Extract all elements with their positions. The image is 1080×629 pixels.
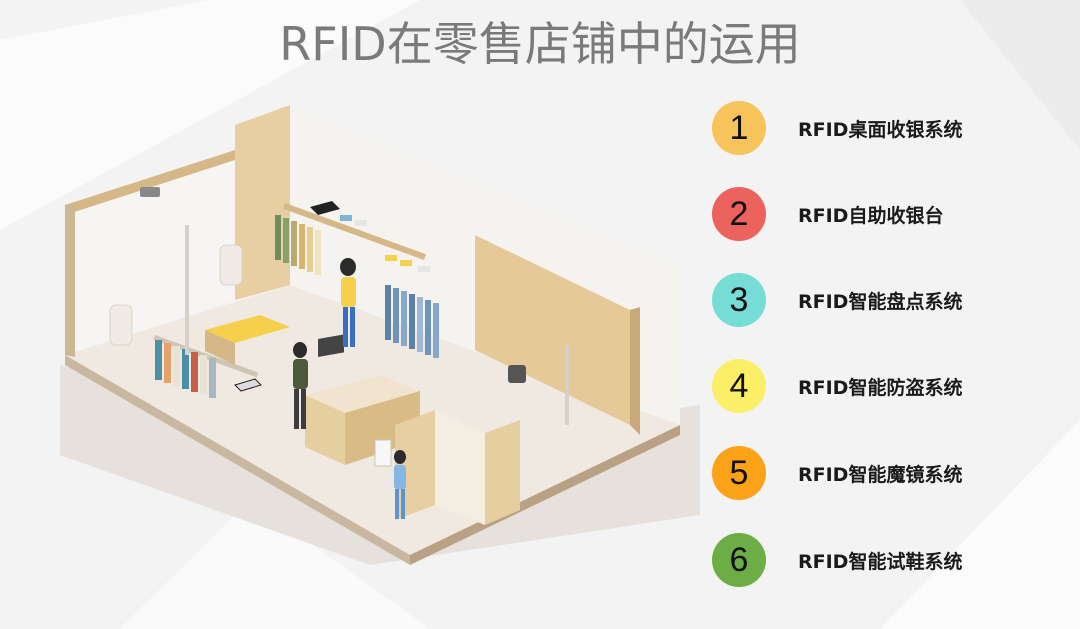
- number-badge: 6: [712, 533, 766, 587]
- page-title: RFID在零售店铺中的运用: [279, 17, 801, 71]
- number-badge: 2: [712, 187, 766, 241]
- feature-item-6: 6 RFID智能试鞋系统: [712, 532, 1072, 588]
- feature-item-3: 3 RFID智能盘点系统: [712, 272, 1072, 328]
- number-badge: 5: [712, 446, 766, 500]
- retail-store-illustration: [60, 105, 700, 565]
- feature-label: RFID桌面收银系统: [798, 118, 963, 141]
- number-badge: 3: [712, 273, 766, 327]
- feature-item-2: 2 RFID自助收银台: [712, 186, 1072, 242]
- feature-item-5: 5 RFID智能魔镜系统: [712, 445, 1072, 501]
- feature-item-1: 1 RFID桌面收银系统: [712, 100, 1072, 156]
- number-badge: 1: [712, 101, 766, 155]
- feature-label: RFID自助收银台: [798, 204, 944, 227]
- feature-label: RFID智能试鞋系统: [798, 550, 963, 573]
- feature-label: RFID智能防盗系统: [798, 376, 963, 399]
- number-badge: 4: [712, 359, 766, 413]
- feature-label: RFID智能魔镜系统: [798, 463, 963, 486]
- feature-item-4: 4 RFID智能防盗系统: [712, 358, 1072, 414]
- feature-label: RFID智能盘点系统: [798, 290, 963, 313]
